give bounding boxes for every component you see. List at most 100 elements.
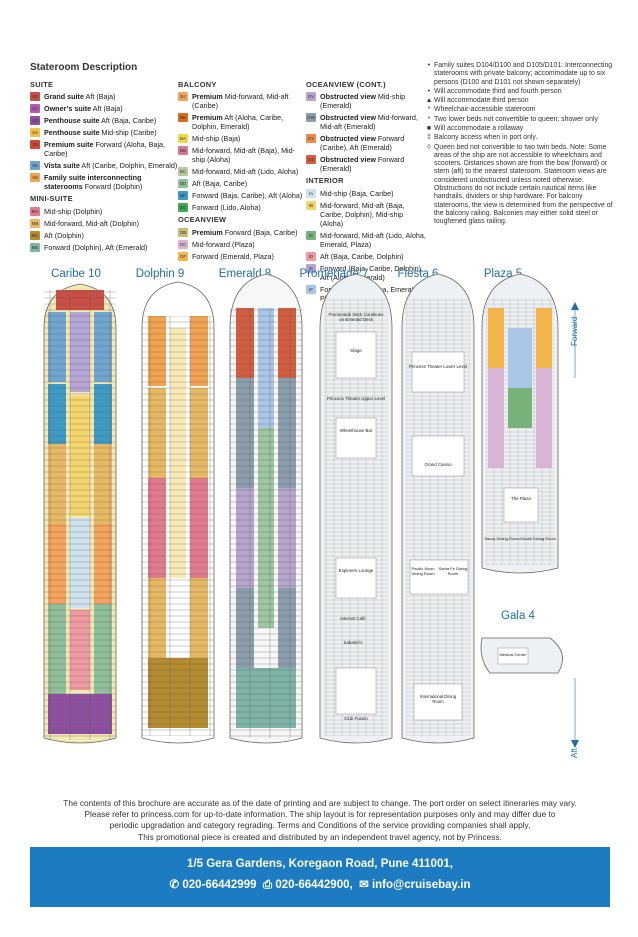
- note-symbol-icon: ▲: [425, 97, 433, 105]
- deck-caribe: [43, 283, 117, 744]
- category-code-badge: ID: [306, 251, 316, 261]
- category-location: Aft (Baja, Caribe): [192, 179, 248, 189]
- category-location: Aft (Baja, Caribe): [99, 116, 157, 126]
- category-location: Forward (Caribe), Aft (Emerald): [320, 134, 405, 153]
- label-vivaldi: Vivaldi Dining Room: [520, 536, 556, 541]
- category-location: Forward (Lido, Aloha): [192, 203, 261, 213]
- category-code-badge: OB: [178, 227, 188, 237]
- label-grand-casino: Grand Casino: [424, 462, 452, 467]
- deck-title-dolphin: Dolphin 9: [135, 268, 185, 280]
- category-location: Mid-forward, Mid-aft (Baja), Mid-ship (A…: [192, 146, 296, 165]
- category-description: Obstructed view Mid-ship (Emerald): [320, 92, 426, 110]
- category-code-badge: S4: [30, 128, 40, 138]
- category-description: Aft (Baja, Caribe): [192, 179, 306, 188]
- category-code-badge: S6: [30, 161, 40, 171]
- deck-plan-drawings: [43, 273, 579, 748]
- legend-item: OV Obstructed view Mid-ship (Emerald): [306, 92, 426, 110]
- note-text: Balcony access when in port only.: [434, 134, 538, 142]
- category-code-badge: BJ: [178, 92, 188, 102]
- aft-arrow-icon: [571, 740, 579, 748]
- label-wheelhouse-bar: Wheelhouse Bar: [339, 428, 373, 433]
- category-type: Penthouse suite: [44, 116, 100, 126]
- category-description: Penthouse suite Mid-ship (Caribe): [44, 128, 180, 137]
- category-type: Obstructed view: [320, 134, 376, 144]
- disclaimer-line-4: This promotional piece is created and di…: [138, 831, 502, 842]
- legend-item: MA Mid-ship (Dolphin): [30, 206, 180, 216]
- label-princess-theater-upper: Princess Theater Upper Level: [326, 396, 385, 401]
- deck-plaza: [481, 273, 559, 574]
- label-the-plaza: The Plaza: [511, 496, 531, 501]
- label-explorers-lounge: Explorers Lounge: [338, 568, 374, 573]
- label-club-fusion: Club Fusion: [344, 716, 368, 721]
- legend-note: ■Will accommodate a rollaway: [424, 125, 614, 133]
- label-pacific-moon: Pacific Moon Dining Room: [411, 566, 435, 576]
- category-location: Forward (Baja, Caribe): [222, 227, 298, 237]
- category-description: Mid-forward, Mid-aft (Lido, Aloha, Emera…: [320, 231, 426, 249]
- label-medical-center: Medical Center: [499, 652, 527, 657]
- category-description: Forward (Dolphin), Aft (Emerald): [44, 243, 180, 252]
- note-symbol-icon: •: [427, 62, 431, 69]
- note-text: Will accommodate a rollaway: [434, 124, 524, 132]
- footer-email[interactable]: info@cruisebay.in: [371, 879, 471, 891]
- category-type: Penthouse suite: [44, 128, 100, 138]
- category-type: Obstructed view: [320, 113, 376, 123]
- footer-fax: 020-66442900,: [275, 879, 353, 891]
- category-location: Aft (Baja): [91, 104, 123, 114]
- category-type: Family suite interconnecting staterooms: [44, 173, 142, 192]
- forward-arrow-icon: [571, 302, 579, 310]
- legend-notes: •Family suites D104/D100 and D105/D101: …: [424, 62, 614, 227]
- category-description: Forward (Emerald, Plaza): [192, 252, 306, 261]
- footer-address: 1/5 Gera Gardens, Koregaon Road, Pune 41…: [187, 858, 453, 870]
- category-location: Mid-ship (Baja, Caribe): [320, 188, 394, 198]
- category-code-badge: MB: [30, 218, 40, 228]
- legend-title: Stateroom Description: [30, 62, 138, 73]
- category-location: Mid-forward, Mid-aft (Emerald): [320, 113, 418, 132]
- interior-heading: INTERIOR: [306, 176, 344, 186]
- category-code-badge: BC: [178, 167, 188, 177]
- category-code-badge: OZ: [306, 155, 316, 165]
- legend-note: *Two lower beds not convertible to queen…: [424, 116, 614, 124]
- category-description: Penthouse suite Aft (Baja, Caribe): [44, 116, 180, 125]
- category-location: Mid-ship (Dolphin): [44, 206, 103, 216]
- deck-plans: Caribe 10 Dolphin 9 Emerald 8 Promenade …: [30, 268, 590, 768]
- category-type: Vista suite: [44, 161, 80, 171]
- category-description: Mid-forward (Plaza): [192, 240, 306, 249]
- category-type: Premium: [192, 227, 223, 237]
- note-text: Will accommodate third person: [434, 97, 529, 105]
- category-type: Owner’s suite: [44, 104, 92, 114]
- category-code-badge: MA: [30, 206, 40, 216]
- category-description: Mid-ship (Dolphin): [44, 207, 180, 216]
- category-code-badge: S8: [30, 173, 40, 183]
- category-location: Forward (Dolphin), Aft (Emerald): [44, 242, 148, 252]
- category-description: Owner’s suite Aft (Baja): [44, 104, 180, 113]
- oceanview-cont-heading: OCEANVIEW (CONT.): [306, 80, 386, 89]
- legend-item: S8 Family suite interconnecting stateroom…: [30, 173, 180, 191]
- category-location: Forward (Emerald): [320, 155, 405, 174]
- legend-item: OB Premium Forward (Baja, Caribe): [178, 227, 306, 237]
- category-location: Forward (Aloha, Baja, Caribe): [44, 140, 166, 159]
- note-symbol-icon: ■: [426, 124, 432, 132]
- category-location: Mid-forward (Plaza): [192, 239, 255, 249]
- category-type: Premium suite: [44, 140, 94, 150]
- category-location: Mid-ship (Emerald): [320, 92, 406, 111]
- footer-phone[interactable]: 020-66442999: [182, 879, 257, 891]
- forward-label: Forward: [570, 316, 579, 346]
- category-code-badge: ME: [30, 242, 40, 252]
- phone-icon: ✆: [169, 879, 180, 891]
- category-code-badge: S5: [30, 140, 40, 150]
- category-description: Obstructed view Forward (Caribe), Aft (E…: [320, 134, 426, 152]
- category-code-badge: OV: [306, 92, 316, 102]
- oceanview-heading: OCEANVIEW: [178, 215, 227, 225]
